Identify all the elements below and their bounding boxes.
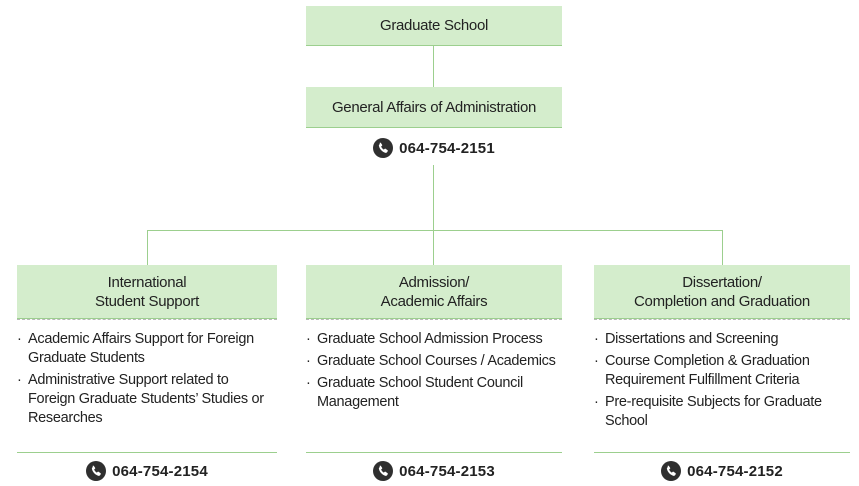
department-phone-dissertation: 064-754-2152 bbox=[594, 460, 850, 482]
department-title-line2: Completion and Graduation bbox=[634, 292, 810, 310]
department-box-admission: Admission/ Academic Affairs bbox=[306, 265, 562, 319]
divider bbox=[594, 319, 850, 320]
graduate-school-label: Graduate School bbox=[379, 17, 489, 34]
admin-phone-number: 064-754-2151 bbox=[399, 139, 495, 157]
divider bbox=[17, 319, 277, 320]
connector-horizontal bbox=[147, 230, 723, 231]
general-affairs-box: General Affairs of Administration bbox=[306, 87, 562, 128]
general-affairs-label: General Affairs of Administration bbox=[331, 98, 537, 116]
list-item: Graduate School Admission Process bbox=[306, 330, 568, 349]
phone-icon bbox=[373, 461, 394, 481]
department-title-line2: Student Support bbox=[95, 292, 199, 310]
connector-top-admin bbox=[433, 45, 434, 87]
admin-phone: 064-754-2151 bbox=[306, 137, 562, 159]
department-box-international: International Student Support bbox=[17, 265, 277, 319]
department-phone-admission: 064-754-2153 bbox=[306, 460, 562, 482]
department-items-international: Academic Affairs Support for Foreign Gra… bbox=[17, 330, 279, 431]
department-title-line2: Academic Affairs bbox=[380, 292, 488, 310]
list-item: Course Completion & Graduation Requireme… bbox=[594, 352, 856, 390]
department-items-admission: Graduate School Admission Process Gradua… bbox=[306, 330, 568, 415]
phone-number: 064-754-2152 bbox=[687, 462, 783, 480]
phone-icon bbox=[661, 461, 682, 481]
divider bbox=[306, 319, 562, 320]
phone-number: 064-754-2154 bbox=[112, 462, 208, 480]
department-title-line1: Dissertation/ bbox=[682, 273, 762, 291]
list-item: Administrative Support related to Foreig… bbox=[17, 371, 279, 428]
department-box-dissertation: Dissertation/ Completion and Graduation bbox=[594, 265, 850, 319]
list-item: Graduate School Student Council Manageme… bbox=[306, 374, 568, 412]
phone-icon bbox=[86, 461, 107, 481]
list-item: Dissertations and Screening bbox=[594, 330, 856, 349]
list-item: Graduate School Courses / Academics bbox=[306, 352, 568, 371]
department-title-line1: Admission/ bbox=[398, 273, 470, 291]
department-items-dissertation: Dissertations and Screening Course Compl… bbox=[594, 330, 856, 434]
department-phone-international: 064-754-2154 bbox=[17, 460, 277, 482]
phone-icon bbox=[373, 138, 394, 158]
divider bbox=[306, 452, 562, 453]
connector-admin-branch bbox=[433, 165, 434, 230]
connector-center-drop bbox=[433, 230, 434, 265]
department-title-line1: International bbox=[107, 273, 187, 291]
divider bbox=[594, 452, 850, 453]
phone-number: 064-754-2153 bbox=[399, 462, 495, 480]
connector-right-drop bbox=[722, 230, 723, 265]
list-item: Academic Affairs Support for Foreign Gra… bbox=[17, 330, 279, 368]
divider bbox=[17, 452, 277, 453]
list-item: Pre-requisite Subjects for Graduate Scho… bbox=[594, 393, 856, 431]
connector-left-drop bbox=[147, 230, 148, 265]
graduate-school-box: Graduate School bbox=[306, 6, 562, 46]
